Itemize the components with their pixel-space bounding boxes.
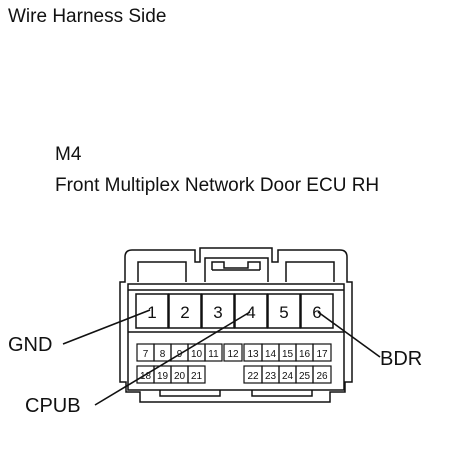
pin-19: 19 bbox=[157, 371, 169, 382]
pin-23: 23 bbox=[265, 371, 277, 382]
pin-14: 14 bbox=[265, 349, 277, 360]
cpub-label: CPUB bbox=[25, 395, 81, 417]
pin-16: 16 bbox=[299, 349, 311, 360]
diagram-header: Wire Harness Side bbox=[8, 6, 167, 27]
pin-cell bbox=[201, 293, 235, 329]
pin-1: 1 bbox=[147, 303, 156, 322]
gnd-label: GND bbox=[8, 334, 53, 356]
pin-21: 21 bbox=[191, 371, 203, 382]
pin-cell bbox=[135, 293, 169, 329]
pin-25: 25 bbox=[299, 371, 311, 382]
gnd-leader bbox=[62, 309, 151, 345]
connector-housing bbox=[119, 247, 353, 403]
pin-11: 11 bbox=[208, 349, 219, 360]
pin-cell bbox=[168, 293, 202, 329]
pin-5: 5 bbox=[279, 303, 288, 322]
pin-cell bbox=[267, 293, 301, 329]
pin-26: 26 bbox=[316, 371, 328, 382]
connector-latch bbox=[204, 257, 269, 282]
pin-13: 13 bbox=[247, 349, 259, 360]
pin-3: 3 bbox=[213, 303, 222, 322]
pin-24: 24 bbox=[282, 371, 294, 382]
pin-7: 7 bbox=[143, 349, 149, 360]
pin-4: 4 bbox=[246, 303, 255, 322]
pin-12: 12 bbox=[227, 349, 239, 360]
pin-6: 6 bbox=[312, 303, 321, 322]
pin-8: 8 bbox=[160, 349, 166, 360]
pin-22: 22 bbox=[247, 371, 259, 382]
pin-18: 18 bbox=[140, 371, 152, 382]
pin-17: 17 bbox=[316, 349, 328, 360]
pin-cell bbox=[300, 293, 334, 329]
pin-20: 20 bbox=[174, 371, 186, 382]
connector-code: M4 bbox=[55, 144, 82, 165]
pin-10: 10 bbox=[191, 349, 203, 360]
cpub-leader bbox=[94, 311, 251, 406]
pin-cell bbox=[234, 293, 268, 329]
pin-15: 15 bbox=[282, 349, 294, 360]
pin-2: 2 bbox=[180, 303, 189, 322]
bdr-leader bbox=[317, 311, 381, 358]
connector-body bbox=[127, 283, 345, 391]
bdr-label: BDR bbox=[380, 348, 423, 370]
connector-name: Front Multiplex Network Door ECU RH bbox=[55, 175, 380, 196]
